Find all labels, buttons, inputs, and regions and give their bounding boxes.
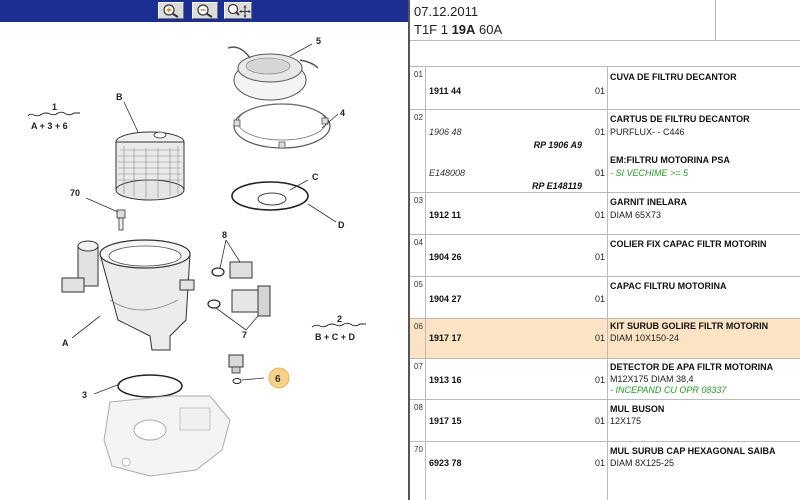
o-ring-seal-part[interactable]	[117, 374, 183, 398]
zoom-pan-button[interactable]	[224, 2, 252, 19]
svg-text:2: 2	[337, 314, 342, 324]
panel-divider[interactable]	[408, 0, 410, 500]
hex-screw-part[interactable]	[116, 209, 126, 231]
row-divider	[410, 399, 800, 400]
filter-mount-body-part[interactable]	[103, 395, 231, 477]
callout-b[interactable]: B	[116, 92, 123, 102]
callout-3[interactable]: 3	[82, 390, 87, 400]
table-row[interactable]: 07 1913 16 01 DETECTOR DE APA FILTR MOTO…	[414, 362, 774, 395]
diagram-toolbar	[0, 0, 408, 22]
callout-4[interactable]: 4	[340, 108, 345, 118]
table-row[interactable]: 08 1917 15 01 MUL BUSON 12X175	[414, 403, 665, 426]
svg-text:A + 3 + 6: A + 3 + 6	[31, 121, 68, 131]
drain-screw-kit-part[interactable]	[228, 354, 244, 384]
row-divider	[410, 318, 800, 319]
callout-a[interactable]: A	[62, 338, 69, 348]
zoom-in-button[interactable]	[158, 2, 184, 19]
row-divider	[410, 109, 800, 110]
filter-housing-part[interactable]	[61, 239, 195, 351]
header-divider	[410, 40, 800, 41]
exploded-diagram-panel: 5 4 C D B 70 8 7 A 3 6 1 A + 3 + 6	[0, 0, 408, 477]
row-divider	[410, 441, 800, 442]
table-row[interactable]: 05 1904 27 01 CAPAC FILTRU MOTORINA	[414, 280, 727, 304]
zoom-in-icon	[163, 4, 179, 18]
vehicle-model-code: T1F 1 19A 60A	[414, 22, 503, 37]
row-divider	[410, 192, 800, 193]
callout-c[interactable]: C	[312, 172, 319, 182]
svg-text:B + C + D: B + C + D	[315, 332, 356, 342]
row-divider	[410, 234, 800, 235]
table-row[interactable]: 02 1906 48 RP 1906 A9 01 CARTUS DE FILTR…	[414, 113, 750, 191]
callout-8[interactable]: 8	[222, 230, 227, 240]
fuel-filter-exploded-view: 5 4 C D B 70 8 7 A 3 6 1 A + 3 + 6	[27, 36, 366, 477]
parts-list-panel: 07.12.2011 T1F 1 19A 60A 01 1911 44 01 C…	[410, 0, 800, 500]
filter-cover-part[interactable]	[227, 46, 319, 101]
table-row[interactable]: 03 1912 11 01 GARNIT INELARA DIAM 65X73	[414, 196, 687, 220]
filter-cartridge-part[interactable]	[115, 131, 185, 201]
table-row-selected[interactable]: 06 1917 17 01 KIT SURUB GOLIRE FILTR MOT…	[410, 319, 800, 358]
header-divider-2	[410, 66, 800, 67]
water-detector-part[interactable]	[207, 261, 271, 317]
row-divider	[410, 358, 800, 359]
callout-d[interactable]: D	[338, 220, 345, 230]
group-callout-2[interactable]: 2 B + C + D	[311, 314, 366, 342]
table-row[interactable]: 70 6923 78 01 MUL SURUB CAP HEXAGONAL SA…	[414, 445, 776, 468]
callout-6-highlight[interactable]: 6	[268, 367, 290, 389]
svg-text:1: 1	[52, 102, 57, 112]
filter-clamp-ring-part[interactable]	[233, 103, 331, 149]
header-column-divider	[715, 0, 716, 40]
column-divider	[425, 67, 426, 500]
zoom-out-button[interactable]	[192, 2, 218, 19]
group-callout-1[interactable]: 1 A + 3 + 6	[27, 102, 80, 131]
callout-6: 6	[275, 374, 281, 385]
column-divider	[607, 67, 608, 500]
table-row[interactable]: 01 1911 44 01 CUVA DE FILTRU DECANTOR	[414, 70, 737, 96]
callout-7[interactable]: 7	[242, 330, 247, 340]
callout-5[interactable]: 5	[316, 36, 321, 46]
zoom-out-icon	[197, 4, 213, 18]
callout-70[interactable]: 70	[70, 188, 80, 198]
row-divider	[410, 276, 800, 277]
filter-seal-part[interactable]	[231, 181, 309, 211]
table-row[interactable]: 04 1904 26 01 COLIER FIX CAPAC FILTR MOT…	[414, 238, 767, 262]
catalog-date: 07.12.2011	[414, 4, 479, 19]
zoom-pan-icon	[227, 3, 251, 18]
